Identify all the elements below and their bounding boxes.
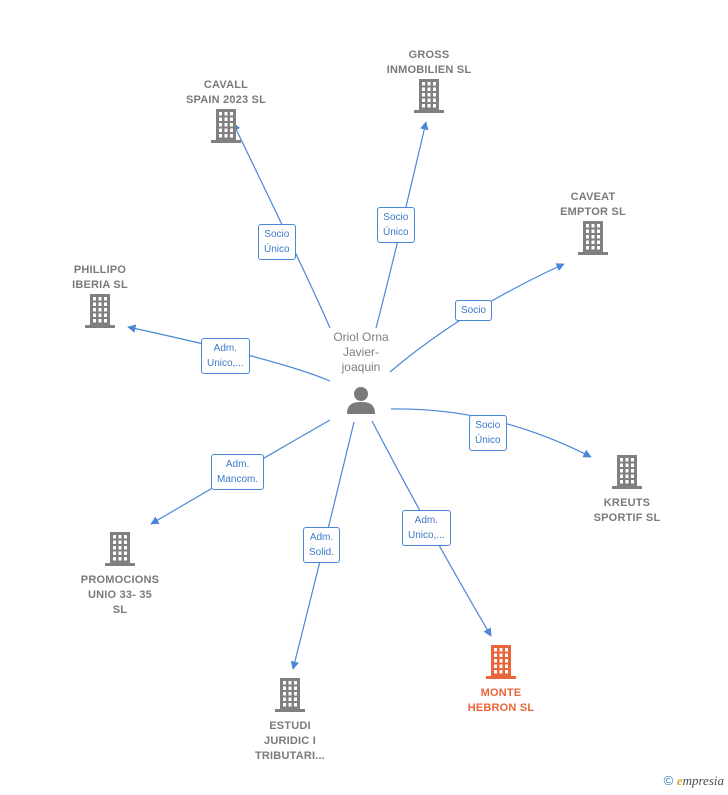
brand-name: empresia bbox=[677, 773, 724, 788]
building-icon bbox=[578, 221, 608, 255]
company-name: MONTE HEBRON SL bbox=[467, 687, 535, 714]
company-node-promocions[interactable]: PROMOCIONS UNIO 33- 35 SL bbox=[60, 531, 180, 618]
company-name: PROMOCIONS UNIO 33- 35 SL bbox=[80, 574, 160, 616]
brand-rest: mpresia bbox=[682, 773, 724, 788]
building-icon bbox=[275, 678, 305, 712]
company-node-kreuts[interactable]: KREUTS SPORTIF SL bbox=[567, 454, 687, 526]
edge-label-phillipo[interactable]: Adm. Unico,... bbox=[201, 338, 250, 374]
building-icon bbox=[486, 645, 516, 679]
company-node-estudi[interactable]: ESTUDI JURIDIC I TRIBUTARI... bbox=[230, 677, 350, 764]
edge-label-estudi[interactable]: Adm. Solid. bbox=[303, 527, 341, 563]
company-node-caveat[interactable]: CAVEAT EMPTOR SL bbox=[533, 190, 653, 256]
building-icon bbox=[414, 79, 444, 113]
building-icon bbox=[85, 294, 115, 328]
edge-label-kreuts[interactable]: Socio Único bbox=[469, 415, 507, 451]
company-name: PHILLIPO IBERIA SL bbox=[72, 264, 128, 291]
brand-initial: e bbox=[676, 773, 683, 788]
company-name: ESTUDI JURIDIC I TRIBUTARI... bbox=[254, 720, 326, 762]
person-name: Oriol Orna Javier- joaquin bbox=[333, 330, 389, 374]
company-node-monte[interactable]: MONTE HEBRON SL bbox=[441, 644, 561, 716]
edge-label-promocions[interactable]: Adm. Mancom. bbox=[211, 454, 265, 490]
company-node-gross[interactable]: GROSS INMOBILIEN SL bbox=[369, 48, 489, 114]
company-node-cavall[interactable]: CAVALL SPAIN 2023 SL bbox=[166, 78, 286, 144]
building-icon bbox=[612, 455, 642, 489]
company-node-phillipo[interactable]: PHILLIPO IBERIA SL bbox=[40, 263, 160, 329]
edge-label-monte[interactable]: Adm. Unico,... bbox=[402, 510, 451, 546]
edge-cavall bbox=[232, 122, 331, 329]
building-icon bbox=[211, 109, 241, 143]
company-name: CAVALL SPAIN 2023 SL bbox=[185, 79, 267, 106]
copyright-symbol: © bbox=[663, 773, 674, 788]
center-person-node[interactable]: Oriol Orna Javier- joaquin bbox=[316, 330, 406, 415]
edge-label-cavall[interactable]: Socio Único bbox=[258, 224, 296, 260]
company-name: GROSS INMOBILIEN SL bbox=[386, 49, 472, 76]
edge-phillipo bbox=[127, 324, 331, 382]
company-name: KREUTS SPORTIF SL bbox=[593, 497, 661, 524]
empresia-logo: © empresia bbox=[664, 773, 724, 789]
building-icon bbox=[105, 532, 135, 566]
company-name: CAVEAT EMPTOR SL bbox=[560, 191, 626, 218]
edge-label-caveat[interactable]: Socio bbox=[455, 300, 493, 321]
person-icon bbox=[347, 387, 375, 414]
edge-label-gross[interactable]: Socio Único bbox=[377, 207, 415, 243]
